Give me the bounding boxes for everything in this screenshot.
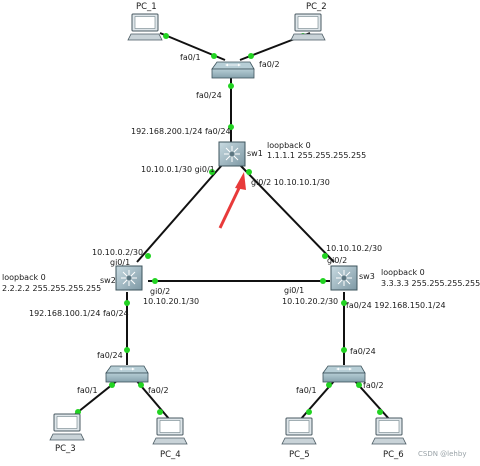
- port-light: [341, 347, 347, 353]
- pc3-label: PC_3: [55, 444, 76, 454]
- sw3-loopback-addr: 3.3.3.3 255.255.255.255: [381, 279, 480, 288]
- sw3-gi01-ip: 10.10.20.2/30: [282, 297, 339, 306]
- port-light: [124, 347, 130, 353]
- multilayer-switch-icon: [115, 265, 143, 291]
- sw3-gi02-label: gi0/2: [327, 256, 348, 265]
- pc2-label: PC_2: [306, 2, 327, 12]
- watermark: CSDN @lehby: [418, 450, 467, 458]
- sw2-gi02-label: gi0/2: [150, 287, 171, 296]
- sw1-gi02-label: gi0/2 10.10.10.1/30: [251, 178, 330, 187]
- sw2-fa024-label: 192.168.100.1/24 fa0/24: [29, 309, 129, 318]
- switch-icon: [211, 61, 255, 79]
- multilayer-switch-icon: [330, 265, 358, 291]
- sw2-gi01-ip: 10.10.0.2/30: [92, 248, 144, 257]
- port-light: [322, 253, 328, 259]
- pc-icon: [371, 417, 407, 445]
- port-light: [377, 409, 383, 415]
- sw1-fa024-label: 192.168.200.1/24 fa0/24: [131, 127, 231, 136]
- sw2-loopback-title: loopback 0: [2, 273, 46, 282]
- pc4-label: PC_4: [160, 450, 181, 460]
- switch-icon: [105, 365, 149, 383]
- switch-icon: [322, 365, 366, 383]
- port-label: fa0/2: [363, 381, 384, 390]
- pc-icon: [152, 417, 188, 445]
- sw1-label: sw1: [247, 149, 263, 158]
- sw3-gi01-label: gi0/1: [284, 286, 305, 295]
- sw3-loopback-title: loopback 0: [381, 268, 425, 277]
- pc-icon: [290, 13, 326, 41]
- port-light: [145, 253, 151, 259]
- link-sw1-sw3: [239, 164, 335, 263]
- port-label: fa0/1: [296, 386, 317, 395]
- sw3-gi02-ip: 10.10.10.2/30: [326, 244, 383, 253]
- sw3-label: sw3: [359, 272, 375, 281]
- port-light: [356, 382, 362, 388]
- port-light: [163, 33, 169, 39]
- link-sw1-sw2: [136, 164, 223, 263]
- port-label: fa0/24: [350, 347, 376, 356]
- sw1-loopback-title: loopback 0: [267, 141, 311, 150]
- sw2-label: sw2: [100, 276, 116, 285]
- port-light: [228, 124, 234, 130]
- sw1-loopback-addr: 1.1.1.1 255.255.255.255: [267, 151, 367, 160]
- port-light: [341, 300, 347, 306]
- sw2-gi01-label: gi0/1: [110, 258, 131, 267]
- port-light: [109, 382, 115, 388]
- port-light: [326, 382, 332, 388]
- port-label: fa0/2: [148, 386, 169, 395]
- port-light: [211, 53, 217, 59]
- port-light: [152, 278, 158, 284]
- sw1-gi01-label: 10.10.0.1/30 gi0/1: [141, 165, 215, 174]
- port-light: [306, 409, 312, 415]
- sw2-loopback-addr: 2.2.2.2 255.255.255.255: [2, 284, 102, 293]
- port-light: [228, 83, 234, 89]
- port-light: [157, 409, 163, 415]
- links: [67, 32, 391, 421]
- port-light: [209, 169, 215, 175]
- port-light: [246, 169, 252, 175]
- port-light: [320, 278, 326, 284]
- port-light: [248, 53, 254, 59]
- port-label: fa0/24: [196, 91, 222, 100]
- sw3-fa024-label: fa0/24 192.168.150.1/24: [346, 301, 446, 310]
- pc-icon: [49, 413, 85, 441]
- port-label: fa0/2: [259, 60, 280, 69]
- multilayer-switch-icon: [218, 141, 246, 167]
- port-light: [124, 300, 130, 306]
- port-label: fa0/24: [97, 351, 123, 360]
- annotation-arrow: [218, 172, 246, 229]
- sw2-gi02-ip: 10.10.20.1/30: [143, 297, 200, 306]
- pc6-label: PC_6: [383, 450, 404, 460]
- pc1-label: PC_1: [136, 2, 157, 12]
- pc5-label: PC_5: [289, 450, 310, 460]
- port-light: [138, 382, 144, 388]
- pc-icon: [281, 417, 317, 445]
- pc-icon: [127, 13, 163, 41]
- port-label: fa0/1: [77, 386, 98, 395]
- port-label: fa0/1: [180, 53, 201, 62]
